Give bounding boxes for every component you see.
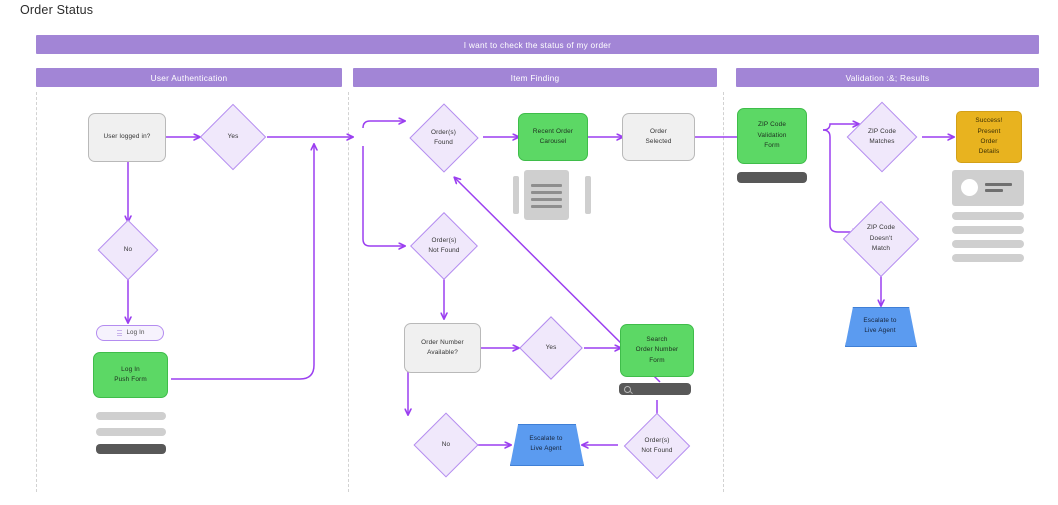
node-orders-not-found[interactable]: Order(s) Not Found bbox=[404, 212, 484, 280]
carousel-line bbox=[531, 191, 562, 194]
node-escalate-live-agent-middle[interactable]: Escalate to Live Agent bbox=[510, 424, 584, 466]
edge-loginpushform-to-yespath bbox=[171, 145, 314, 380]
edge-branch-to-orders-found bbox=[362, 121, 404, 129]
carousel-side-left bbox=[513, 176, 519, 214]
placeholder-bar-dark bbox=[737, 172, 807, 183]
order-details-wireframe bbox=[952, 170, 1024, 206]
placeholder-bar bbox=[952, 226, 1024, 234]
lane-divider-1 bbox=[348, 92, 349, 492]
placeholder-bar bbox=[96, 428, 166, 436]
node-log-in-push-form[interactable]: Log In Push Form bbox=[93, 352, 168, 398]
lane-header-user-authentication: User Authentication bbox=[36, 68, 342, 87]
node-escalate-live-agent-right[interactable]: Escalate to Live Agent bbox=[845, 307, 917, 347]
placeholder-bar-dark bbox=[96, 444, 166, 454]
carousel-side-right bbox=[585, 176, 591, 214]
carousel-line bbox=[531, 184, 562, 187]
lane-divider-left bbox=[36, 92, 37, 492]
node-orders-not-found-2[interactable]: Order(s) Not Found bbox=[618, 412, 696, 480]
detail-line bbox=[985, 189, 1003, 192]
edge-branch-to-orders-not-found bbox=[362, 146, 404, 246]
node-recent-order-carousel[interactable]: Recent Order Carousel bbox=[518, 113, 588, 161]
carousel-line bbox=[531, 205, 562, 208]
lane-header-validation-results: Validation :&; Results bbox=[736, 68, 1039, 87]
menu-lines-icon bbox=[117, 330, 123, 336]
node-order-number-no[interactable]: No bbox=[408, 412, 484, 478]
placeholder-bar bbox=[952, 254, 1024, 262]
node-orders-found[interactable]: Order(s) Found bbox=[404, 103, 483, 173]
detail-line bbox=[985, 183, 1012, 186]
carousel-line bbox=[531, 198, 562, 201]
node-success-present-order-details[interactable]: Success! Present Order Details bbox=[956, 111, 1022, 163]
search-input[interactable] bbox=[619, 383, 691, 395]
node-order-selected[interactable]: Order Selected bbox=[622, 113, 695, 161]
node-order-number-yes[interactable]: Yes bbox=[518, 316, 584, 380]
node-zip-validation-form[interactable]: ZIP Code Validation Form bbox=[737, 108, 807, 164]
node-zip-code-matches[interactable]: ZIP Code Matches bbox=[845, 101, 919, 173]
placeholder-bar bbox=[952, 240, 1024, 248]
node-auth-no[interactable]: No bbox=[94, 219, 162, 281]
intent-banner: I want to check the status of my order bbox=[36, 35, 1039, 54]
node-user-logged-in[interactable]: User logged in? bbox=[88, 113, 166, 162]
node-zip-code-doesnt-match[interactable]: ZIP Code Doesn't Match bbox=[842, 200, 920, 278]
avatar bbox=[961, 179, 978, 196]
carousel-card bbox=[524, 170, 569, 220]
carousel-wireframe bbox=[513, 170, 591, 220]
placeholder-bar bbox=[952, 212, 1024, 220]
page-title: Order Status bbox=[20, 3, 94, 17]
log-in-button[interactable]: Log In bbox=[96, 325, 164, 341]
node-order-number-available[interactable]: Order Number Available? bbox=[404, 323, 481, 373]
lane-header-item-finding: Item Finding bbox=[353, 68, 717, 87]
node-auth-yes[interactable]: Yes bbox=[199, 103, 267, 171]
node-search-order-number-form[interactable]: Search Order Number Form bbox=[620, 324, 694, 377]
lane-divider-2 bbox=[723, 92, 724, 492]
search-icon bbox=[624, 385, 631, 393]
placeholder-bar bbox=[96, 412, 166, 420]
